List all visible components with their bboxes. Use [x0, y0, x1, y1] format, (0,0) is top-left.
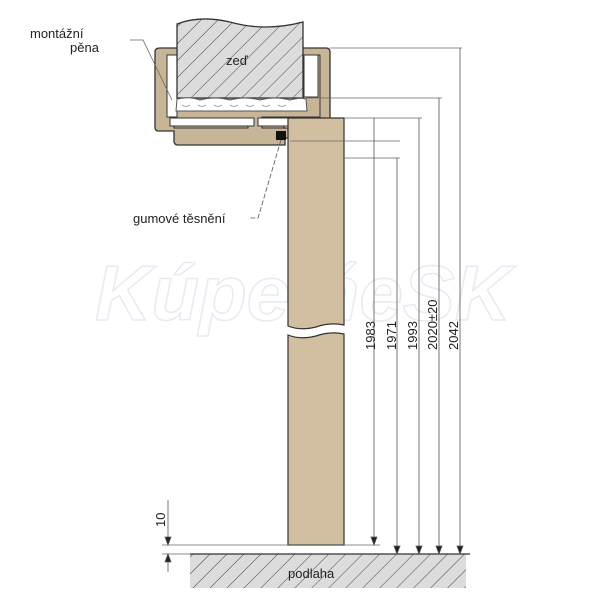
- foam-label-1: montážní: [30, 26, 84, 41]
- foam-label-2: pěna: [70, 40, 100, 55]
- dim-2020: 2020±20: [425, 299, 440, 350]
- door-leaf: [287, 117, 345, 546]
- dim-1993: 1993: [405, 321, 420, 350]
- mounting-foam: [175, 97, 308, 112]
- floor-label: podlaha: [288, 566, 335, 581]
- dim-2042: 2042: [446, 321, 461, 350]
- dim-10: 10: [153, 513, 168, 527]
- wall-label: zeď: [226, 53, 249, 68]
- wall: [176, 18, 304, 99]
- floor: [190, 554, 466, 588]
- dim-1983: 1983: [363, 321, 378, 350]
- rubber-seal: [276, 131, 286, 140]
- dim-1971: 1971: [384, 321, 399, 350]
- seal-label: gumové těsnění: [133, 211, 226, 226]
